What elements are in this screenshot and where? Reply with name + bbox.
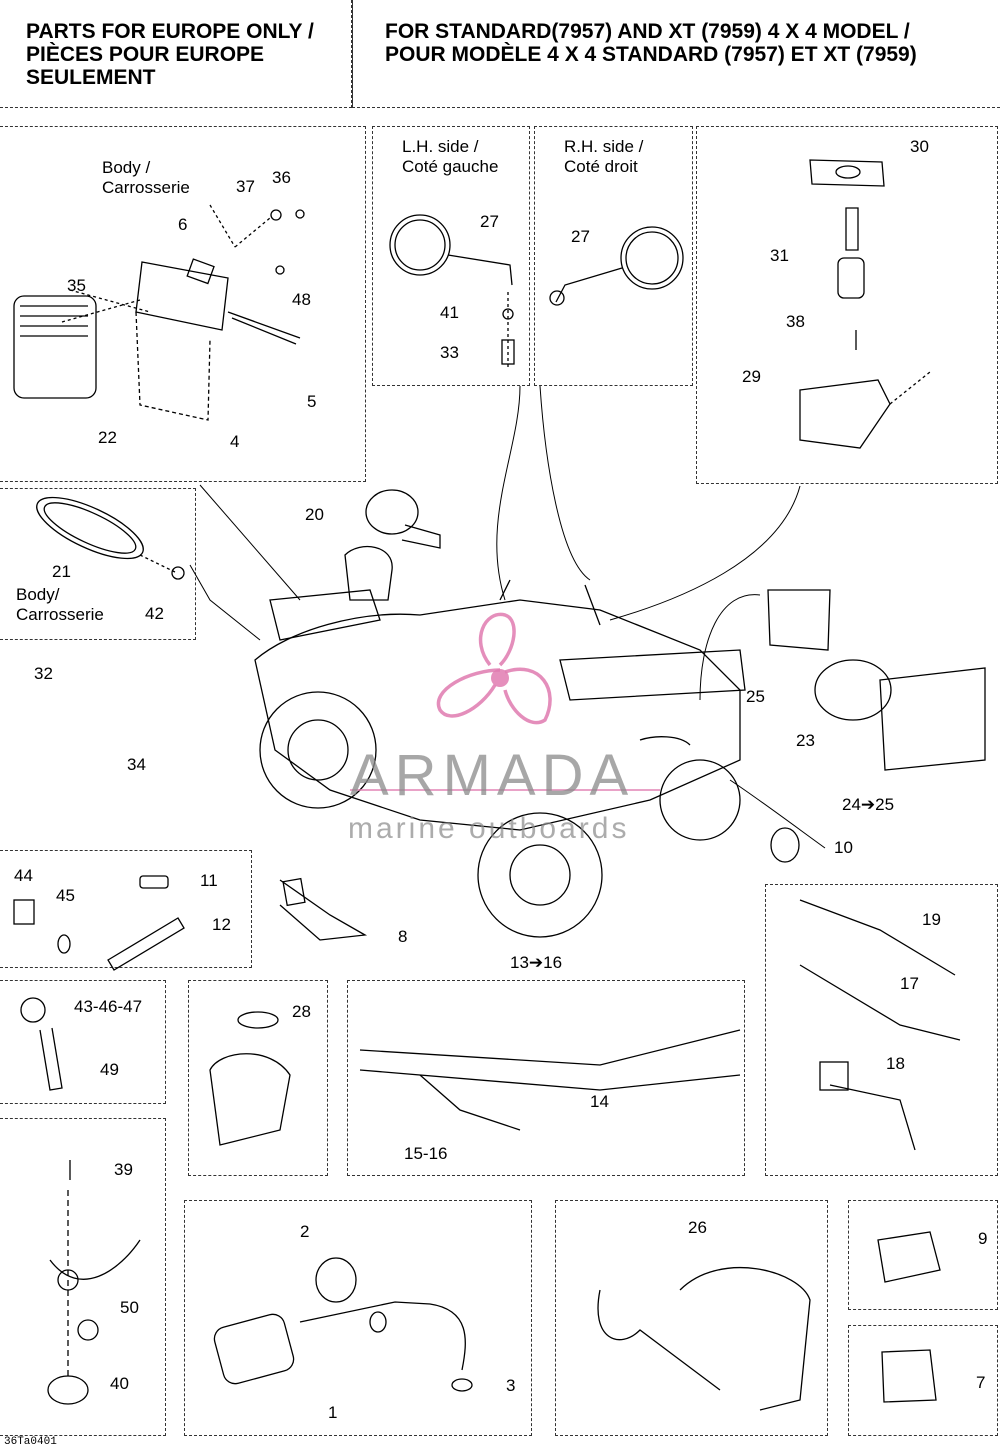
callout-27-left: 27 xyxy=(480,212,499,231)
header-left-line-1: PARTS FOR EUROPE ONLY / xyxy=(26,20,314,43)
caption-lh-side-line-2: Coté gauche xyxy=(402,157,499,176)
callout-41: 41 xyxy=(440,303,459,322)
watermark-brand: ARMADA xyxy=(350,743,635,808)
callout-17: 17 xyxy=(900,974,919,993)
atv-vehicle xyxy=(254,545,746,938)
panel-reflector xyxy=(0,488,196,640)
panel-ignition-switch xyxy=(696,126,998,484)
header-right-line-2: POUR MODÈLE 4 X 4 STANDARD (7957) ET XT … xyxy=(385,43,917,66)
callout-49: 49 xyxy=(100,1060,119,1079)
callout-21: 21 xyxy=(52,562,71,581)
caption-body-1: Body / Carrosserie xyxy=(102,158,190,198)
callout-32: 32 xyxy=(34,664,53,683)
callout-1: 1 xyxy=(328,1403,338,1422)
callout-5: 5 xyxy=(307,392,317,411)
license-plate-assembly xyxy=(13,204,305,421)
panel-connectors xyxy=(0,850,252,968)
callout-39: 39 xyxy=(114,1160,133,1179)
callout-4: 4 xyxy=(230,432,240,451)
callout-8: 8 xyxy=(398,927,408,946)
ignition-assembly xyxy=(799,159,931,449)
callout-6: 6 xyxy=(178,215,188,234)
callout-33: 33 xyxy=(440,343,459,362)
panel-wiring-harness xyxy=(347,980,745,1176)
callout-3: 3 xyxy=(506,1376,516,1395)
caption-rh-side: R.H. side / Coté droit xyxy=(564,137,643,177)
callout-43-46-47: 43-46-47 xyxy=(74,997,143,1016)
caption-body-2-line-2: Carrosserie xyxy=(16,605,104,624)
panel-screw-mount xyxy=(0,1118,166,1436)
callout-38: 38 xyxy=(786,312,805,331)
panel-license-plate xyxy=(0,126,366,482)
panel-harnesses-17-19 xyxy=(765,884,998,1176)
small-parts xyxy=(13,489,986,1411)
panel-grommet xyxy=(188,980,328,1176)
caption-rh-side-line-2: Coté droit xyxy=(564,157,638,176)
caption-body-2: Body/ Carrosserie xyxy=(16,585,104,625)
panel-flasher-7 xyxy=(848,1325,998,1436)
caption-body-2-line-1: Body/ xyxy=(16,585,60,604)
panel-mirror-left xyxy=(372,126,530,386)
header-left-line-3: SEULEMENT xyxy=(26,66,156,89)
callout-2: 2 xyxy=(300,1222,310,1241)
panel-turn-signal xyxy=(184,1200,532,1436)
callout-23: 23 xyxy=(796,731,815,750)
callout-28: 28 xyxy=(292,1002,311,1021)
panel-mirror-right xyxy=(534,126,693,386)
leader-lines xyxy=(189,385,826,849)
caption-body-1-line-2: Carrosserie xyxy=(102,178,190,197)
callout-20: 20 xyxy=(305,505,324,524)
callout-25: 25 xyxy=(746,687,765,706)
callout-10: 10 xyxy=(834,838,853,857)
callout-14: 14 xyxy=(590,1092,609,1111)
callout-7: 7 xyxy=(976,1373,986,1392)
header-right-line-1: FOR STANDARD(7957) AND XT (7959) 4 X 4 M… xyxy=(385,20,910,43)
caption-lh-side: L.H. side / Coté gauche xyxy=(402,137,498,177)
mirror-right xyxy=(549,226,684,306)
callout-31: 31 xyxy=(770,246,789,265)
header-right: FOR STANDARD(7957) AND XT (7959) 4 X 4 M… xyxy=(352,0,1000,108)
callout-9: 9 xyxy=(978,1229,988,1248)
callout-26: 26 xyxy=(688,1218,707,1237)
callout-34: 34 xyxy=(127,755,146,774)
panel-nuts-ties xyxy=(0,980,166,1104)
callout-36: 36 xyxy=(272,168,291,187)
panel-relay-9 xyxy=(848,1200,998,1310)
callout-12: 12 xyxy=(212,915,231,934)
callout-15-16: 15-16 xyxy=(404,1144,448,1163)
callout-13-16: 13➔16 xyxy=(510,953,563,972)
callout-11: 11 xyxy=(200,871,218,890)
caption-body-1-line-1: Body / xyxy=(102,158,151,177)
header-left: PARTS FOR EUROPE ONLY / PIÈCES POUR EURO… xyxy=(0,0,352,108)
callout-27-right: 27 xyxy=(571,227,590,246)
callout-37: 37 xyxy=(236,177,255,196)
callout-18: 18 xyxy=(886,1054,905,1073)
header-left-line-2: PIÈCES POUR EUROPE xyxy=(26,43,265,66)
caption-lh-side-line-1: L.H. side / xyxy=(402,137,479,156)
callout-19: 19 xyxy=(922,910,941,929)
callout-22: 22 xyxy=(98,428,117,447)
mirror-left xyxy=(389,214,515,370)
callout-29: 29 xyxy=(742,367,761,386)
drawing-code: 36Ta0401 xyxy=(4,1436,57,1448)
callout-35: 35 xyxy=(67,276,86,295)
callout-24-25: 24➔25 xyxy=(842,795,895,814)
reflector-assembly xyxy=(36,496,185,580)
callout-45: 45 xyxy=(56,886,75,905)
caption-rh-side-line-1: R.H. side / xyxy=(564,137,644,156)
callout-42: 42 xyxy=(145,604,164,623)
callout-44: 44 xyxy=(14,866,33,885)
watermark-tagline: marine outboards xyxy=(348,812,630,845)
callout-48: 48 xyxy=(292,290,311,309)
callout-50: 50 xyxy=(120,1298,139,1317)
callout-40: 40 xyxy=(110,1374,129,1393)
panel-cable-26 xyxy=(555,1200,828,1436)
callout-30: 30 xyxy=(910,137,929,156)
